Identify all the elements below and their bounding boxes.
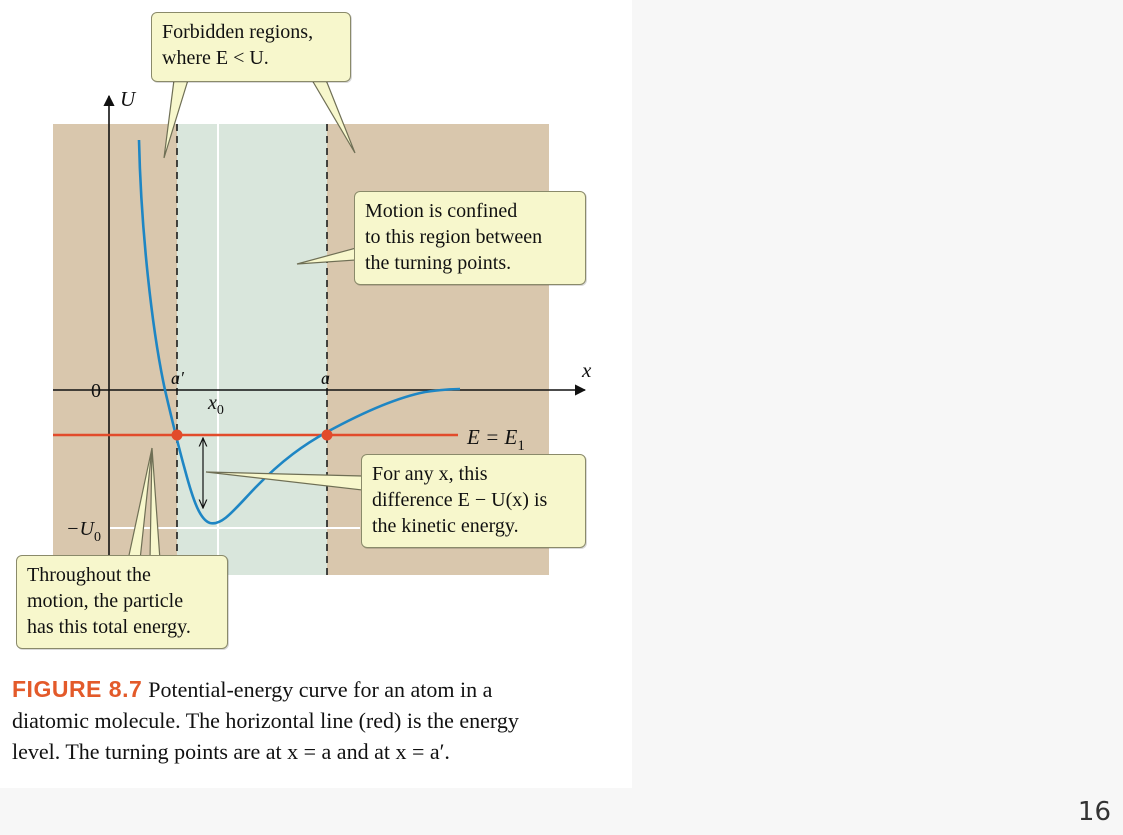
page-number: 16 (1077, 797, 1111, 827)
x0-sub: 0 (217, 403, 224, 418)
x-axis-label: x (581, 358, 592, 382)
zero-label: 0 (91, 380, 101, 402)
turning-point-left-dot (171, 429, 183, 441)
caption-line-2: diatomic molecule. The horizontal line (… (12, 708, 519, 733)
caption-line-3: level. The turning points are at x = a a… (12, 739, 450, 764)
kinetic-line-1: For any x, this (372, 463, 488, 485)
confined-motion-callout: Motion is confined to this region betwee… (354, 191, 586, 285)
energy-level-sub: 1 (517, 438, 525, 454)
confined-line-2: to this region between (365, 226, 543, 248)
total-line-3: has this total energy. (27, 616, 191, 638)
total-line-2: motion, the particle (27, 590, 184, 612)
kinetic-line-3: the kinetic energy. (372, 515, 519, 537)
energy-level-main: E = E (466, 425, 517, 449)
kinetic-line-2: difference E − U(x) is (372, 489, 548, 511)
x0-label: x0 (207, 392, 224, 418)
confined-line-3: the turning points. (365, 252, 512, 274)
turning-point-right-dot (321, 429, 333, 441)
kinetic-energy-callout: For any x, this difference E − U(x) is t… (361, 454, 586, 548)
total-energy-callout: Throughout the motion, the particle has … (16, 555, 228, 649)
total-line-1: Throughout the (27, 564, 151, 586)
forbidden-line-2: where E < U. (162, 47, 269, 69)
figure-label: FIGURE 8.7 (12, 676, 143, 702)
forbidden-line-1: Forbidden regions, (162, 21, 314, 43)
caption-text-1: Potential-energy curve for an atom in a (148, 677, 493, 702)
minus-u0-sub: 0 (94, 530, 101, 545)
confined-line-1: Motion is confined (365, 200, 518, 222)
x0-main: x (207, 392, 217, 414)
allowed-region (177, 124, 327, 575)
u-axis-label: U (120, 87, 137, 111)
minus-u0-label: −U0 (66, 518, 101, 545)
energy-level-label: E = E1 (466, 425, 525, 454)
turning-left-label: a′ (171, 368, 185, 388)
minus-u0-main: −U (66, 518, 95, 540)
forbidden-regions-callout: Forbidden regions, where E < U. (151, 12, 351, 82)
potential-energy-curve (137, 139, 461, 525)
turning-right-label: a (321, 368, 330, 388)
